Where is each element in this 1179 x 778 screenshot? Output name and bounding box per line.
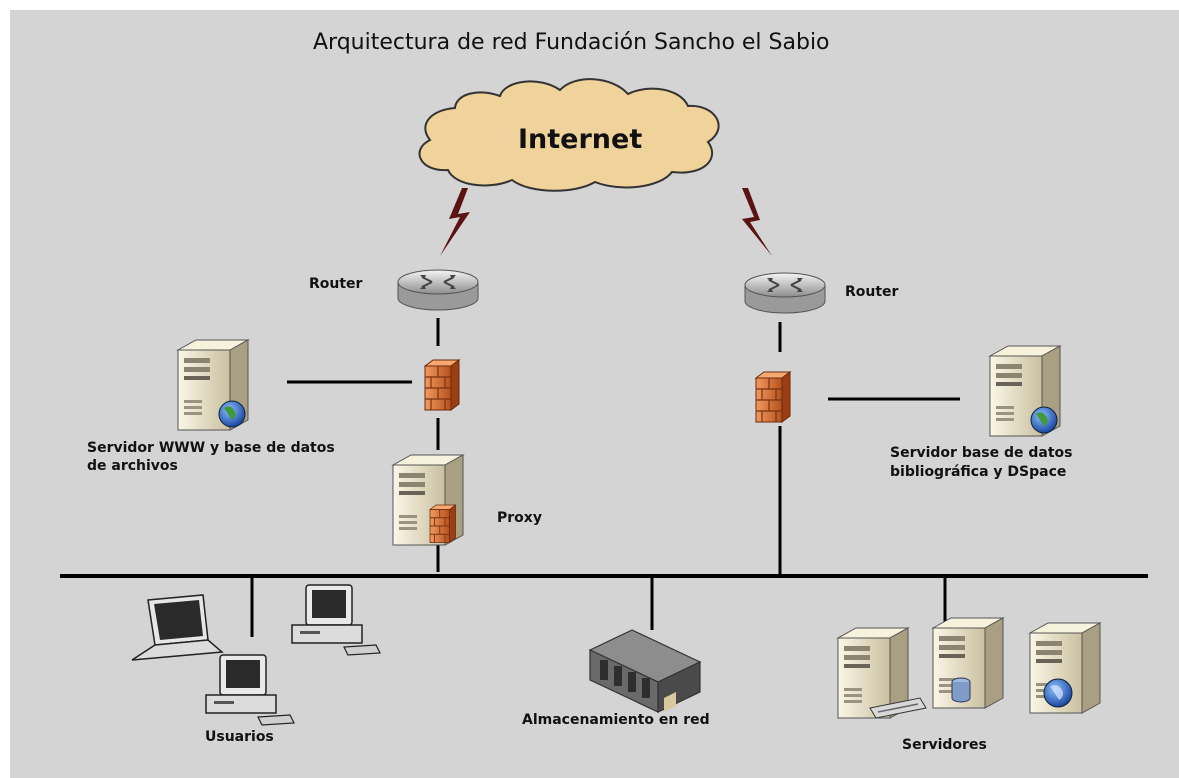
firewall-left-icon [424,359,460,411]
firewall-right-icon [755,371,791,423]
storage-label: Almacenamiento en red [522,712,710,728]
internet-cloud-icon [418,78,720,192]
db-server-label-line2: bibliográfica y DSpace [890,464,1066,480]
connection-lines [250,318,960,637]
users-computers-icon [131,584,381,726]
db-server-label-line1: Servidor base de datos [890,445,1073,461]
db-server-icon [989,345,1061,437]
servers-label: Servidores [902,737,987,753]
router-right-icon [744,272,826,314]
www-server-label-line1: Servidor WWW y base de datos [87,440,335,456]
proxy-label: Proxy [497,510,542,526]
internet-label: Internet [518,124,642,155]
www-server-label-line2: de archivos [87,458,178,474]
router-left-label: Router [309,276,363,292]
wan-link-right-icon [742,188,772,256]
router-right-label: Router [845,284,899,300]
www-server-icon [177,339,249,431]
proxy-server-icon [392,454,464,546]
router-left-icon [397,269,479,311]
diagram-title: Arquitectura de red Fundación Sancho el … [313,30,830,55]
servers-group-icon [837,617,1101,719]
network-storage-icon [588,629,702,713]
users-label: Usuarios [205,729,274,745]
